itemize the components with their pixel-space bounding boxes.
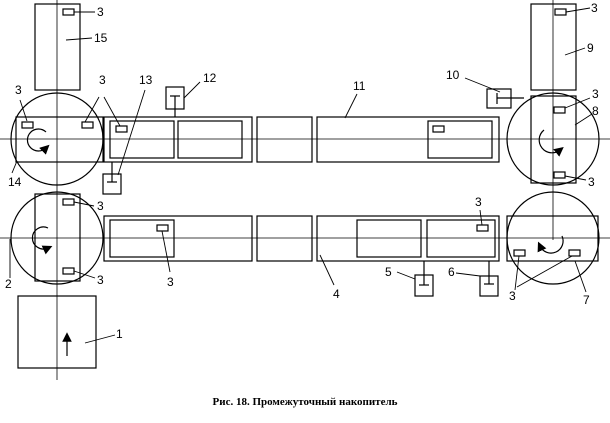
turntable-8 — [506, 92, 600, 186]
label-3-k: 3 — [509, 289, 516, 303]
label-3-a: 3 — [97, 5, 104, 19]
upper-conveyor — [103, 116, 500, 163]
label-10: 10 — [446, 68, 460, 82]
label-5: 5 — [385, 265, 392, 279]
turntable-14 — [10, 92, 104, 186]
label-2: 2 — [5, 277, 12, 291]
actuator-10 — [486, 88, 524, 109]
label-14: 14 — [8, 175, 22, 189]
unit-15 — [34, 3, 81, 91]
actuator-5 — [414, 261, 434, 297]
label-6: 6 — [448, 265, 455, 279]
label-13: 13 — [139, 73, 153, 87]
turntable-2 — [10, 191, 104, 285]
label-11: 11 — [353, 79, 366, 93]
label-12: 12 — [203, 71, 217, 85]
turntable-7 — [506, 191, 600, 285]
label-3-h: 3 — [97, 273, 104, 287]
actuator-12 — [165, 86, 185, 117]
lower-conveyor — [103, 215, 500, 262]
label-3-d: 3 — [99, 73, 106, 87]
label-3-e: 3 — [592, 87, 599, 101]
actuator-6 — [479, 261, 499, 297]
leader-lines — [9, 7, 593, 344]
actuator-13 — [102, 162, 122, 195]
label-8: 8 — [592, 104, 599, 118]
label-3-i: 3 — [167, 275, 174, 289]
label-4: 4 — [333, 287, 340, 301]
label-3-g: 3 — [97, 199, 104, 213]
label-3-c: 3 — [15, 83, 22, 97]
label-3-b: 3 — [591, 1, 598, 15]
unit-9 — [530, 3, 577, 91]
figure-caption: Рис. 18. Промежуточный накопитель — [212, 396, 398, 408]
callout-labels: 3 15 3 9 3 3 13 12 11 10 3 8 3 14 3 3 2 … — [5, 1, 599, 341]
input-conveyor-1 — [17, 295, 97, 369]
label-1: 1 — [116, 327, 123, 341]
label-3-f: 3 — [588, 175, 595, 189]
label-15: 15 — [94, 31, 108, 45]
center-lines — [0, 0, 610, 380]
label-3-j: 3 — [475, 195, 482, 209]
label-9: 9 — [587, 41, 594, 55]
label-7: 7 — [583, 293, 590, 307]
